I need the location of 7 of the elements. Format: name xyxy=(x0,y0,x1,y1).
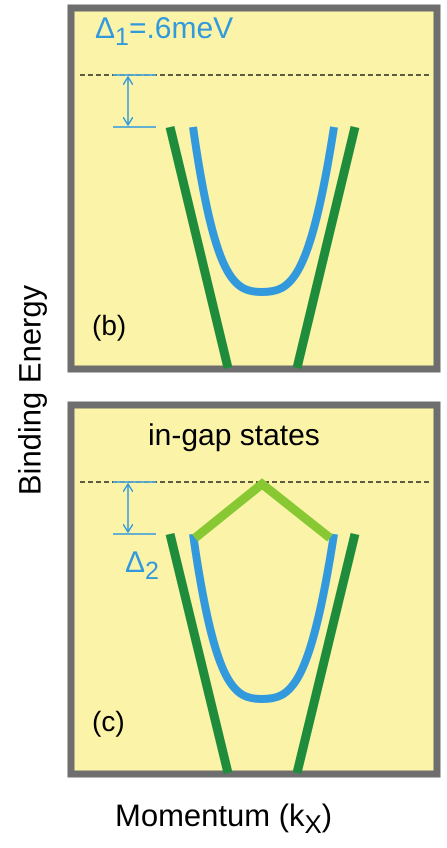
panel-label: (c) xyxy=(92,708,125,736)
annotation: in-gap states xyxy=(148,421,320,451)
gap-label: Δ$_{1}$=.6meV xyxy=(95,14,234,50)
panel-label: (b) xyxy=(92,312,126,340)
gap-label: Δ$_{2}$ xyxy=(125,548,159,584)
axis-label: Binding Energy xyxy=(14,284,46,496)
axis-label: Momentum (k$_{X}$) xyxy=(115,800,332,840)
